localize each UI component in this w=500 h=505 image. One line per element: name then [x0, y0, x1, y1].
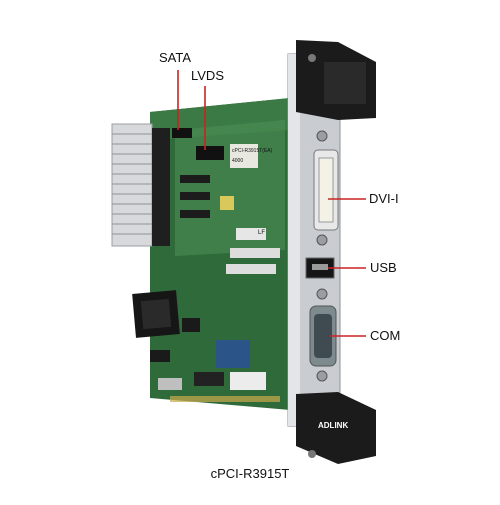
- usb-label: USB: [370, 260, 397, 275]
- lvds-label: LVDS: [191, 68, 224, 83]
- product-caption: cPCI-R3915T: [210, 466, 290, 481]
- dvi-label: DVI-I: [369, 191, 399, 206]
- backplane-connector: [111, 123, 153, 247]
- bottom-handle: [296, 392, 376, 464]
- sata-connector: [172, 128, 192, 138]
- lvds-connector: [196, 146, 224, 160]
- board-lf-print: LF: [258, 230, 265, 236]
- com-label: COM: [370, 328, 401, 343]
- sata-label: SATA: [159, 50, 192, 65]
- board-rev-print: 4000: [232, 158, 243, 164]
- board-model-print: cPCI-R3915T(EA): [232, 148, 273, 154]
- adlink-logo: ADLINK: [318, 421, 348, 430]
